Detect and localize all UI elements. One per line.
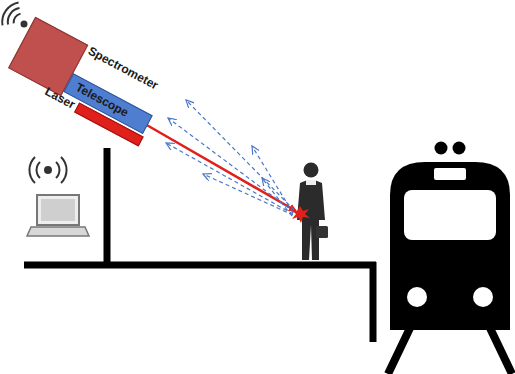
laser-beam [145,124,296,211]
laser-spot [291,206,310,223]
scattered-light [166,100,294,216]
laptop [27,195,89,236]
wireless-icon [0,0,26,27]
platform [24,148,376,342]
wireless-icon [29,157,66,183]
train [388,142,512,374]
